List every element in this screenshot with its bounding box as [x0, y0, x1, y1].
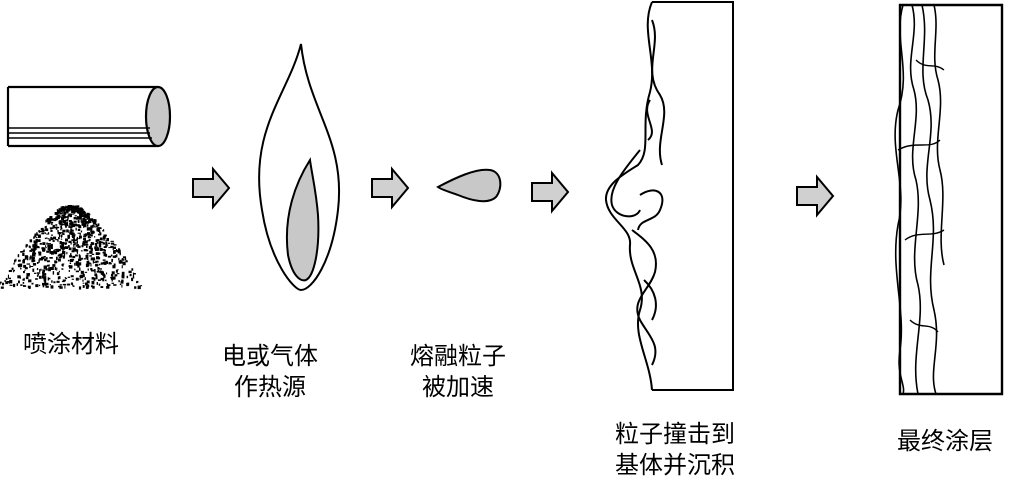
label-line: 喷涂材料 [23, 330, 119, 358]
arrow-shape [371, 166, 410, 210]
arrow-shape [796, 174, 835, 218]
label-heat-source: 电或气体 作热源 [200, 341, 340, 403]
process-arrow-icon [192, 166, 231, 210]
process-arrow-icon [531, 170, 570, 214]
particle-droplet-icon [436, 168, 502, 203]
label-line: 被加速 [422, 373, 494, 401]
process-arrow-icon [796, 174, 835, 218]
label-line: 最终涂层 [897, 427, 993, 455]
arrow-shape [192, 166, 231, 210]
label-spray-material: 喷涂材料 [6, 329, 136, 360]
label-line: 基体并沉积 [615, 451, 735, 479]
label-impact-deposit: 粒子撞击到 基体并沉积 [590, 419, 760, 481]
label-molten-particle: 熔融粒子 被加速 [388, 341, 528, 403]
process-arrow-icon [371, 166, 410, 210]
label-line: 作热源 [234, 373, 306, 401]
label-final-coating: 最终涂层 [880, 426, 1010, 457]
label-line: 电或气体 [222, 342, 318, 370]
coating-layer-icon [894, 3, 1004, 396]
substrate-splat-icon [604, 1, 734, 391]
label-line: 熔融粒子 [410, 342, 506, 370]
rod-icon [6, 85, 172, 148]
flame-icon [258, 43, 341, 292]
label-line: 粒子撞击到 [615, 420, 735, 448]
arrow-shape [531, 170, 570, 214]
powder-pile-icon [0, 205, 143, 290]
